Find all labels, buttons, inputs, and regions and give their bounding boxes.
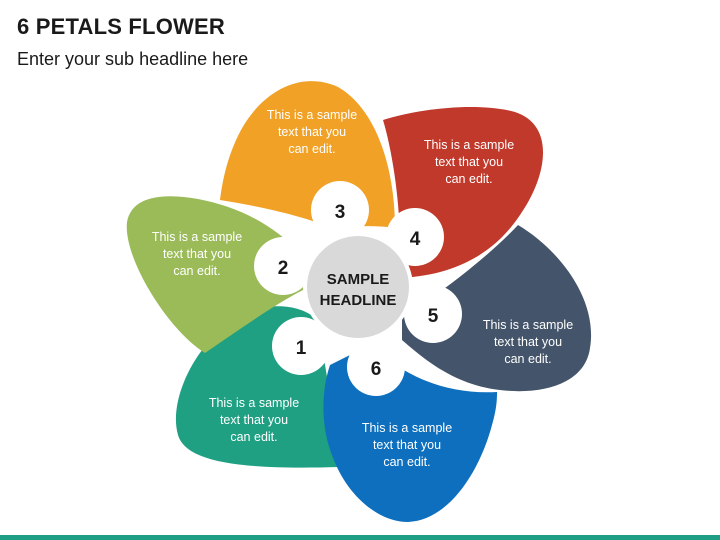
petal-2-text: This is a sample text that you can edit. [152,230,242,278]
svg-text:This is a sample: This is a sample [483,318,573,332]
petal-5-number: 5 [428,306,439,327]
petal-2[interactable] [126,196,307,353]
svg-text:This is a sample: This is a sample [362,421,452,435]
number-bubble-6: 6 [347,338,405,396]
petal-3-text: This is a sample text that you can edit. [267,108,357,156]
svg-text:text that you: text that you [435,155,503,169]
svg-text:text that you: text that you [373,438,441,452]
svg-text:This is a sample: This is a sample [424,138,514,152]
petal-4-text: This is a sample text that you can edit. [424,138,514,186]
svg-text:text that you: text that you [278,125,346,139]
petal-1-text: This is a sample text that you can edit. [209,396,299,444]
petal-2-number: 2 [278,258,289,279]
footer-accent-bar [0,535,720,540]
center-headline-line2: HEADLINE [320,292,397,309]
svg-text:text that you: text that you [494,335,562,349]
svg-text:This is a sample: This is a sample [152,230,242,244]
center-hub: SAMPLE HEADLINE [303,232,413,342]
petal-2-shape [126,196,307,353]
petal-5[interactable] [402,225,592,392]
number-bubble-4: 4 [386,208,444,266]
number-bubble-5: 5 [404,285,462,343]
svg-text:This is a sample: This is a sample [209,396,299,410]
svg-text:can edit.: can edit. [230,430,277,444]
svg-text:can edit.: can edit. [383,455,430,469]
petal-6-number: 6 [371,359,382,380]
page-title: 6 PETALS FLOWER [17,14,225,39]
petal-5-shape [402,225,592,392]
petal-5-text: This is a sample text that you can edit. [483,318,573,366]
number-bubble-3: 3 [311,181,369,239]
center-headline-line1: SAMPLE [327,271,390,288]
petal-6-text: This is a sample text that you can edit. [362,421,452,469]
petal-1-number: 1 [296,338,307,359]
svg-text:can edit.: can edit. [288,142,335,156]
svg-text:can edit.: can edit. [445,172,492,186]
svg-text:text that you: text that you [163,247,231,261]
petal-3-number: 3 [335,202,346,223]
svg-text:can edit.: can edit. [504,352,551,366]
svg-text:can edit.: can edit. [173,264,220,278]
petal-4-number: 4 [410,229,421,250]
page-subtitle: Enter your sub headline here [17,49,249,69]
svg-text:This is a sample: This is a sample [267,108,357,122]
svg-text:text that you: text that you [220,413,288,427]
number-bubble-2: 2 [254,237,312,295]
number-bubble-1: 1 [272,317,330,375]
